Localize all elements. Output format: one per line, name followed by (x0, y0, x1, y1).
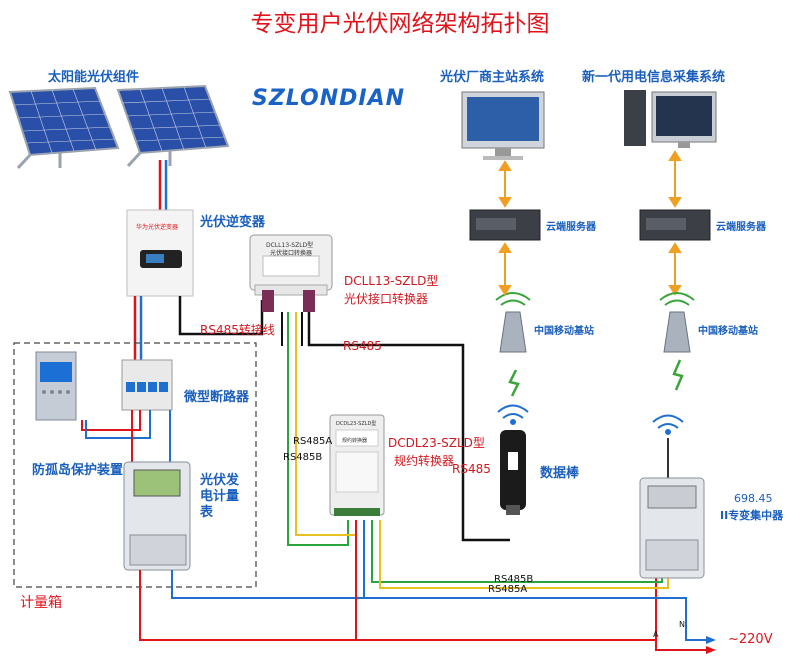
label-breaker: 微型断路器 (184, 390, 250, 405)
label-voltage: ~220V (728, 632, 773, 647)
converter2-device-title: DCDL23-SZLD型 (336, 421, 377, 427)
label-solar: 太阳能光伏组件 (48, 70, 140, 85)
anti-island-device (35, 351, 77, 421)
signal-bolt-1 (508, 369, 520, 397)
label-phase-a: A (653, 630, 659, 639)
label-data-stick: 数据棒 (540, 466, 580, 481)
data-stick-device (500, 430, 526, 515)
diagram-title: 专变用户光伏网络架构拓扑图 (250, 11, 550, 37)
label-rs485b-bottom: RS485B (494, 574, 534, 585)
wifi-icon-data-stick (497, 404, 529, 425)
label-rs485: RS485 (343, 339, 382, 353)
converter2-device-sub: 规约转换器 (342, 438, 368, 444)
company-logo: SZLONDIAN (252, 86, 406, 111)
solar-panel-2 (116, 84, 230, 168)
label-concentrator-name: II专变集中器 (720, 509, 784, 522)
label-vendor-station: 光伏厂商主站系统 (440, 70, 545, 85)
base-station-1 (495, 292, 531, 353)
label-cloud-server-2: 云端服务器 (716, 222, 766, 233)
inverter-brand-text: 华为光伏逆变器 (136, 224, 179, 231)
cloud-server-1-device (469, 209, 541, 241)
label-base-station-1: 中国移动基站 (534, 326, 594, 337)
base-station-2 (659, 292, 695, 353)
label-rs485a-bottom: RS485A (488, 584, 528, 595)
vendor-station-monitor (461, 91, 545, 160)
converter1-device-sub: 光伏接口转换器 (270, 250, 313, 257)
label-phase-n: N (679, 620, 685, 629)
converter1-device-title: DCLL13-SZLD型 (266, 242, 314, 249)
signal-bolt-2 (672, 359, 684, 391)
label-new-gen-system: 新一代用电信息采集系统 (582, 70, 726, 85)
label-cloud-server-1: 云端服务器 (546, 222, 596, 233)
label-rs485-cable: RS485转接线 (200, 323, 275, 337)
label-rs485-right: RS485 (452, 462, 491, 476)
label-rs485a-left: RS485A (293, 436, 333, 447)
label-converter2-desc: 规约转换器 (394, 454, 455, 468)
sync-arrows-left (498, 160, 512, 296)
wifi-icon-concentrator (652, 414, 684, 435)
cloud-server-2-device (639, 209, 711, 241)
label-meter-box: 计量箱 (20, 595, 62, 611)
breaker-device (121, 359, 173, 411)
solar-panel-1 (8, 86, 120, 170)
label-base-station-2: 中国移动基站 (698, 326, 758, 337)
label-concentrator-model: 698.45 (734, 492, 773, 505)
converter1-device (249, 234, 333, 312)
concentrator-device (639, 438, 705, 579)
label-anti-island: 防孤岛保护装置 (32, 463, 124, 478)
sync-arrows-right (668, 150, 682, 296)
meter-box-outline (13, 342, 257, 588)
new-gen-monitor (624, 90, 717, 148)
inverter-device (126, 209, 194, 297)
converter2-device (329, 414, 385, 516)
label-pv-meter: 光伏发电计量表 (200, 473, 240, 520)
label-converter1-desc: 光伏接口转换器 (344, 292, 429, 306)
label-rs485b-left: RS485B (283, 452, 323, 463)
pv-meter-device (123, 461, 191, 571)
label-converter1-name: DCLL13-SZLD型 (344, 274, 439, 288)
label-inverter: 光伏逆变器 (200, 215, 266, 230)
label-converter2-name: DCDL23-SZLD型 (388, 436, 485, 450)
